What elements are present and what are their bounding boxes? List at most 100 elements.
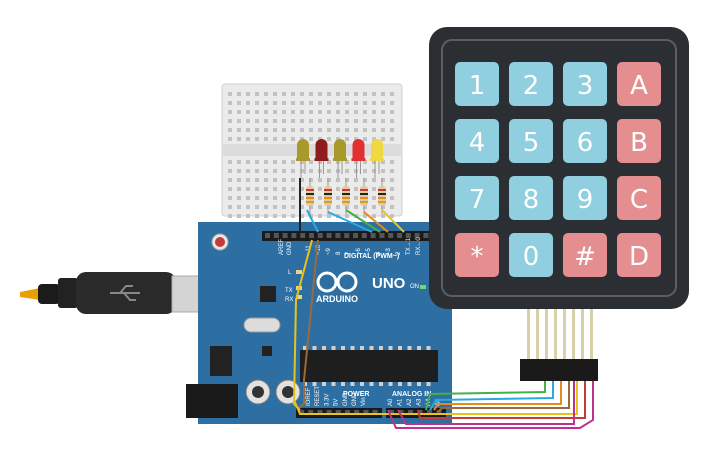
analog-pin-label: A2 <box>407 398 413 406</box>
keypad-key-label: A <box>630 71 648 101</box>
keypad-key-#[interactable]: # <box>563 233 607 277</box>
on-label: ON <box>410 284 419 290</box>
wire-led4[interactable] <box>363 211 389 233</box>
digital-pin-label: 4 <box>376 251 382 255</box>
wire-led2[interactable] <box>327 211 373 233</box>
wire-kp-4[interactable] <box>437 380 570 413</box>
keypad-key-A[interactable]: A <box>617 62 661 106</box>
power-label: POWER <box>343 391 369 398</box>
wire-kp-1[interactable] <box>425 380 546 411</box>
keypad-key-label: 2 <box>523 71 540 101</box>
keypad-key-label: C <box>630 185 648 215</box>
usb-icon <box>110 285 140 301</box>
keypad-connector[interactable] <box>520 359 598 381</box>
keypad-key-4[interactable]: 4 <box>455 119 499 163</box>
wire-kp-3[interactable] <box>433 380 562 411</box>
analog-pin-label: A5 <box>436 398 442 406</box>
wire-kp-8[interactable] <box>397 380 575 425</box>
analog-pin-label: A0 <box>388 398 394 406</box>
power-pin-label: GND <box>343 392 349 406</box>
power-pin-label: 5V <box>334 399 340 406</box>
model-text: UNO <box>372 275 406 292</box>
wire-kp-6[interactable] <box>417 380 586 419</box>
keypad-key-D[interactable]: D <box>617 233 661 277</box>
led-l <box>296 270 302 274</box>
keypad-key-5[interactable]: 5 <box>509 119 553 163</box>
logo-text: ARDUINO <box>316 294 358 304</box>
analog-pin-label: A1 <box>398 398 404 406</box>
pin-label-aref: AREF <box>279 239 285 255</box>
digital-pin-label: ~5 <box>366 247 372 255</box>
digital-pin-label: ~3 <box>386 247 392 255</box>
keypad-key-C[interactable]: C <box>617 176 661 220</box>
analog-pin-label: A3 <box>417 398 423 406</box>
resistor[interactable] <box>324 178 332 214</box>
wires[interactable] <box>292 178 594 429</box>
chip-small <box>260 286 276 302</box>
keypad-key-label: D <box>629 242 649 272</box>
resistor[interactable] <box>360 178 368 214</box>
arduino-uno-board[interactable]: ARDUINO UNO DIGITAL (PWM~) ANALOG IN POW… <box>186 222 452 424</box>
led-row[interactable] <box>296 139 384 178</box>
keypad-key-*[interactable]: * <box>455 233 499 277</box>
keypad-key-label: 6 <box>577 128 594 158</box>
wire-led5[interactable] <box>381 209 405 233</box>
keypad-key-label: # <box>574 242 596 272</box>
wire-kp-2[interactable] <box>429 380 554 411</box>
keypad-key-label: 0 <box>523 242 540 272</box>
digital-pin-label: 7 <box>346 251 352 255</box>
keypad-key-7[interactable]: 7 <box>455 176 499 220</box>
keypad-key-3[interactable]: 3 <box>563 62 607 106</box>
power-pin-label: IOREF <box>306 387 312 406</box>
keypad-key-6[interactable]: 6 <box>563 119 607 163</box>
dc-jack[interactable] <box>186 384 238 418</box>
crystal <box>243 317 281 333</box>
wire-led3[interactable] <box>345 209 381 233</box>
keypad-key-0[interactable]: 0 <box>509 233 553 277</box>
digital-pin-label: TX→1 <box>406 237 412 255</box>
keypad-key-label: 4 <box>469 128 486 158</box>
keypad-key-label: 7 <box>469 185 486 215</box>
pin-label-gnd: GND <box>287 241 293 255</box>
analog-label: ANALOG IN <box>392 391 431 398</box>
led-rx <box>296 295 302 299</box>
led[interactable] <box>333 139 347 178</box>
keypad-key-label: * <box>471 242 484 272</box>
usb-cable[interactable] <box>20 272 211 314</box>
led-on <box>420 285 426 289</box>
keypad-key-label: 5 <box>523 128 540 158</box>
keypad-key-1[interactable]: 1 <box>455 62 499 106</box>
power-pin-label: Vin <box>361 397 367 406</box>
digital-pin-label: ~9 <box>326 247 332 255</box>
keypad-key-8[interactable]: 8 <box>509 176 553 220</box>
keypad-key-2[interactable]: 2 <box>509 62 553 106</box>
digital-pin-label: 8 <box>336 251 342 255</box>
led[interactable] <box>296 139 310 178</box>
rx-label: RX <box>285 297 293 303</box>
keypad-key-label: 1 <box>469 71 486 101</box>
resistor[interactable] <box>306 178 314 214</box>
keypad-key-label: 3 <box>577 71 594 101</box>
wire-led1[interactable] <box>306 209 319 233</box>
keypad-key-label: B <box>630 128 648 158</box>
resistor-row[interactable] <box>306 178 386 214</box>
voltage-regulator <box>210 346 232 376</box>
led[interactable] <box>370 139 384 178</box>
power-pin-label: 3.3V <box>324 394 330 406</box>
keypad-key-B[interactable]: B <box>617 119 661 163</box>
wire-kp-5[interactable] <box>293 380 578 415</box>
wire-kp-7[interactable] <box>387 380 594 429</box>
power-pin-label: RESET <box>315 386 321 406</box>
digital-pin-label: ~10 <box>316 244 322 255</box>
resistor[interactable] <box>342 178 350 214</box>
wire-brown[interactable] <box>297 239 319 409</box>
led[interactable] <box>351 139 366 178</box>
led[interactable] <box>314 139 329 178</box>
l-label: L <box>288 270 292 276</box>
resistor[interactable] <box>378 178 386 214</box>
keypad-key-9[interactable]: 9 <box>563 176 607 220</box>
digital-label: DIGITAL (PWM~) <box>344 253 399 260</box>
digital-pin-label: RX←0 <box>416 237 422 255</box>
